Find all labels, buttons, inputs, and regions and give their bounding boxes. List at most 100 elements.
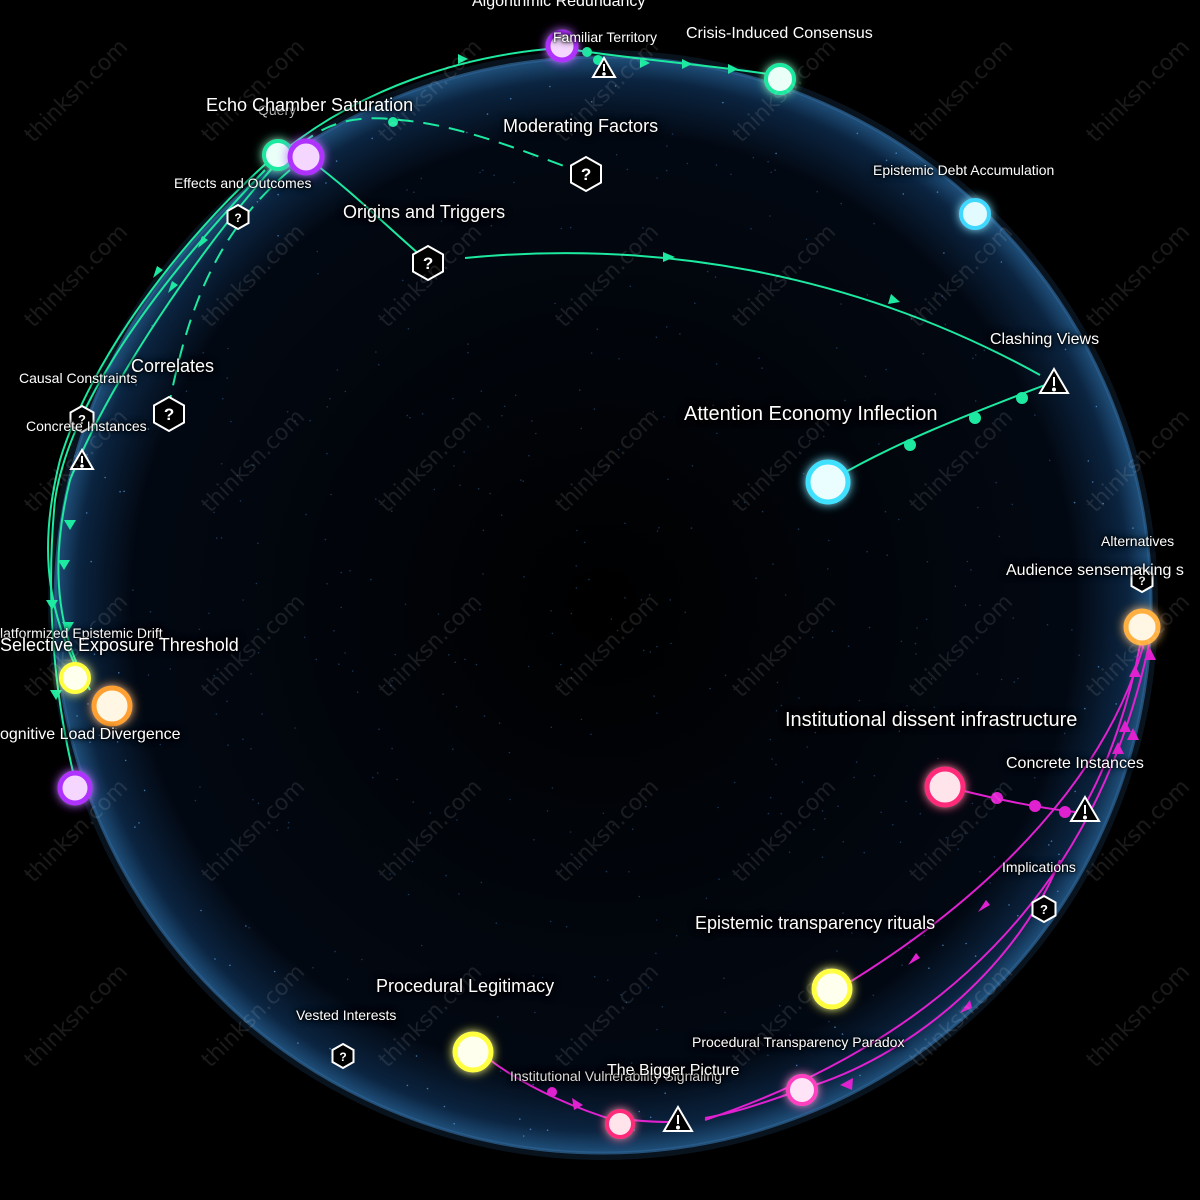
- sphere-dot: [334, 950, 336, 953]
- sphere-dot: [669, 599, 672, 601]
- node-cognitive-load-divergence[interactable]: [57, 770, 93, 806]
- sphere-dot: [220, 463, 223, 465]
- sphere-dot: [840, 202, 842, 205]
- sphere-dot: [913, 709, 915, 711]
- green-arrowheads: [46, 54, 900, 700]
- sphere-dot: [868, 626, 871, 629]
- node-procedural-transparency-paradox[interactable]: [786, 1074, 818, 1106]
- node-selective-exposure-threshold[interactable]: [91, 685, 133, 727]
- sphere-dot: [631, 828, 634, 830]
- label-attention-economy-inflection: Attention Economy Inflection: [684, 403, 938, 425]
- sphere-dot: [132, 589, 134, 591]
- sphere-dot: [607, 979, 609, 981]
- sphere-dot: [529, 1128, 532, 1131]
- sphere-dot: [531, 420, 533, 422]
- sphere-dot: [828, 539, 830, 542]
- sphere-dot: [420, 177, 423, 180]
- question-hex-icon[interactable]: ?: [226, 203, 250, 231]
- node-crisis-induced-consensus[interactable]: [764, 63, 796, 95]
- sphere-dot: [596, 1019, 598, 1022]
- node-epistemic-debt-accumulation[interactable]: [959, 198, 991, 230]
- node-epistemic-transparency-rituals[interactable]: [811, 968, 853, 1010]
- svg-text:?: ?: [423, 254, 433, 273]
- sphere-dot: [614, 85, 617, 87]
- node-attention-economy-inflection[interactable]: [805, 459, 851, 505]
- sphere-dot: [242, 599, 244, 601]
- sphere-dot: [944, 323, 947, 326]
- svg-text:?: ?: [78, 412, 86, 427]
- label-selective-exposure-threshold: Selective Exposure Threshold: [0, 635, 239, 655]
- sphere-dot: [859, 1074, 861, 1077]
- question-hex-icon[interactable]: ?: [1130, 566, 1154, 594]
- sphere-dot: [119, 490, 121, 493]
- sphere-dot: [665, 326, 668, 328]
- sphere-dot: [447, 654, 450, 656]
- sphere-dot: [372, 776, 374, 779]
- sphere-dot: [326, 406, 329, 408]
- sphere-dot: [433, 488, 436, 491]
- sphere-dot: [608, 464, 610, 467]
- sphere-dot: [1046, 623, 1049, 626]
- sphere-dot: [86, 454, 88, 456]
- sphere-dot: [509, 97, 512, 100]
- sphere-dot: [902, 193, 905, 195]
- question-hex-icon[interactable]: ?: [153, 395, 185, 433]
- sphere-dot: [989, 882, 991, 884]
- sphere-dot: [929, 308, 931, 311]
- sphere-dot: [784, 594, 787, 596]
- sphere-dot: [653, 695, 655, 697]
- node-algorithmic-redundancy[interactable]: [545, 29, 579, 63]
- question-hex-icon[interactable]: ?: [331, 1042, 355, 1070]
- warning-triangle-icon[interactable]: [69, 448, 95, 470]
- sphere-dot: [413, 191, 415, 193]
- sphere-dot: [344, 652, 346, 654]
- sphere-dot: [250, 673, 252, 675]
- link-query-familiar: [284, 47, 561, 151]
- sphere-dot: [456, 819, 458, 821]
- sphere-dot: [198, 628, 201, 631]
- sphere-dot: [656, 1028, 658, 1031]
- sphere-dot: [733, 781, 736, 784]
- sphere-dot: [220, 537, 223, 539]
- sphere-dot: [661, 1006, 664, 1008]
- question-hex-icon[interactable]: ?: [1031, 894, 1057, 924]
- sphere-dot: [361, 958, 363, 961]
- label-concrete-instances-right: Concrete Instances: [1006, 755, 1144, 772]
- question-hex-icon[interactable]: ?: [69, 404, 95, 434]
- hub-icons: ? ? ? ? ? ? ? ?: [69, 155, 1154, 1070]
- sphere-dot: [437, 613, 440, 615]
- sphere-dot: [630, 1062, 633, 1064]
- warning-triangle-icon[interactable]: [1038, 367, 1070, 394]
- sphere-dot: [983, 349, 986, 352]
- sphere-dot: [633, 1129, 636, 1131]
- sphere-dot: [390, 684, 392, 687]
- sphere-dot: [645, 805, 647, 808]
- node-institutional-vulnerability-signaling[interactable]: [605, 1109, 635, 1139]
- sphere-dot: [964, 604, 967, 606]
- warning-triangle-icon[interactable]: [591, 56, 617, 78]
- question-hex-icon[interactable]: ?: [412, 244, 444, 282]
- sphere-dot: [338, 663, 340, 665]
- sphere-dot: [671, 133, 674, 135]
- sphere-dot: [551, 787, 554, 789]
- sphere-dot: [443, 1105, 446, 1108]
- node-institutional-dissent-infrastructure[interactable]: [924, 766, 966, 808]
- node-audience-sensemaking[interactable]: [1123, 608, 1161, 646]
- node-platformized-epistemic-drift[interactable]: [59, 662, 91, 694]
- warning-triangle-icon[interactable]: [1069, 795, 1101, 822]
- sphere-dot: [897, 518, 900, 521]
- label-platformized-epistemic-drift: latformized Epistemic Drift: [0, 625, 163, 641]
- sphere-dot: [479, 608, 481, 611]
- node-echo-chamber-saturation[interactable]: [287, 138, 325, 176]
- svg-text:?: ?: [1040, 902, 1048, 917]
- node-procedural-legitimacy[interactable]: [452, 1031, 494, 1073]
- sphere-dot: [315, 658, 318, 661]
- sphere-dot: [905, 800, 907, 803]
- warning-triangle-icon[interactable]: [662, 1105, 694, 1132]
- sphere-dot: [821, 856, 824, 858]
- svg-text:?: ?: [581, 165, 591, 184]
- question-hex-icon[interactable]: ?: [570, 155, 602, 193]
- label-clashing-views: Clashing Views: [990, 331, 1100, 348]
- sphere-dot: [900, 640, 903, 643]
